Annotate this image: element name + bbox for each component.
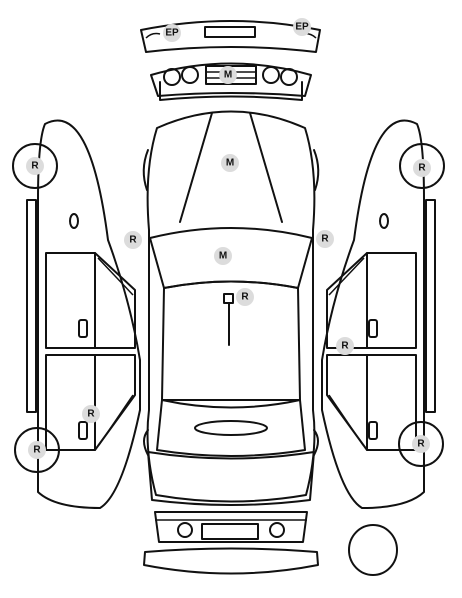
badge-r-left-rear-wheel[interactable]: R (28, 441, 46, 459)
badge-r-right-door[interactable]: R (336, 337, 354, 355)
badge-label: R (241, 292, 249, 303)
badge-ep-front-right[interactable]: EP (293, 18, 311, 36)
badge-label: R (321, 234, 329, 245)
badge-label: R (129, 235, 137, 246)
car-body-top-view[interactable] (142, 110, 320, 506)
badge-r-left-front-wheel[interactable]: R (26, 157, 44, 175)
badge-label: R (33, 445, 41, 456)
badge-label: EP (165, 28, 179, 39)
badge-label: R (87, 409, 95, 420)
badge-label: M (219, 251, 227, 262)
badge-m-hood[interactable]: M (221, 154, 239, 172)
badge-label: EP (295, 22, 309, 33)
badge-r-mirror-right[interactable]: R (316, 230, 334, 248)
badge-label: M (224, 70, 232, 81)
badge-r-roof[interactable]: R (236, 288, 254, 306)
badge-label: R (418, 163, 426, 174)
badge-r-left-rear-door[interactable]: R (82, 405, 100, 423)
car-right-side[interactable] (321, 119, 445, 509)
badge-ep-front-left[interactable]: EP (163, 24, 181, 42)
badge-m-front-grille[interactable]: M (219, 66, 237, 84)
badge-label: R (31, 161, 39, 172)
badge-label: M (226, 158, 234, 169)
badge-label: R (417, 439, 425, 450)
badge-r-mirror-left[interactable]: R (124, 231, 142, 249)
car-left-side[interactable] (12, 119, 141, 509)
badge-r-right-rear-wheel[interactable]: R (412, 435, 430, 453)
badge-label: R (341, 341, 349, 352)
rear-bumper[interactable] (143, 547, 319, 575)
spare-wheel[interactable] (348, 524, 398, 576)
badge-r-right-front-wheel[interactable]: R (413, 159, 431, 177)
badge-m-windshield[interactable]: M (214, 247, 232, 265)
rear-lights[interactable] (154, 511, 308, 543)
